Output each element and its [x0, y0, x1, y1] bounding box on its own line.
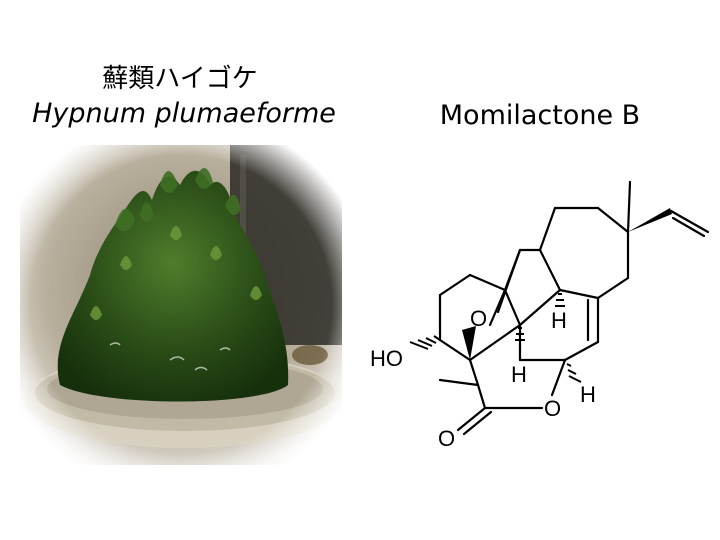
bridge-bond-1 [496, 248, 522, 314]
atom-hydroxyl: HO [370, 346, 403, 371]
specimen-scientific-name: Hypnum plumaeforme [32, 98, 336, 129]
atom-h-ring-junction: H [551, 308, 567, 333]
vinyl-bond-1 [669, 209, 710, 234]
atom-h-lower: H [511, 362, 527, 387]
atom-h-lactone: H [580, 382, 596, 407]
vinyl-wedge [628, 208, 672, 232]
methyl-top [626, 180, 632, 234]
momilactone-b-structure: O H HO H O H O [370, 180, 710, 451]
atom-lactone-oxygen: O [544, 396, 561, 421]
bridge-wedge [462, 326, 476, 360]
ho-hashed-bond [409, 335, 441, 350]
ring-a-bonds [438, 248, 562, 387]
ring-b-bonds [518, 288, 600, 362]
atom-bridge-oxygen: O [470, 306, 487, 331]
bridge-bond-2 [488, 288, 507, 327]
methyl-lower [438, 378, 480, 387]
vinyl-bond-2 [671, 216, 706, 238]
compound-name: Momilactone B [439, 100, 641, 131]
specimen-common-name: 蘚類ハイゴケ [102, 64, 258, 94]
moss-photo [20, 145, 342, 465]
lactone-bonds [456, 358, 567, 436]
atom-carbonyl-oxygen: O [438, 426, 455, 451]
ring-c-bonds [538, 206, 630, 300]
h-hashed-bonds [515, 293, 582, 383]
